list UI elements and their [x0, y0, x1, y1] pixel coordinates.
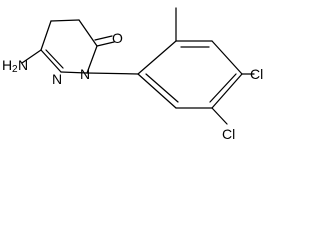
nitrogen-label-2: N [52, 71, 62, 87]
bond-c3-amine [21, 49, 42, 64]
chlorine-label-2: Cl [222, 126, 235, 142]
bond-aryl-3-4 [211, 40, 243, 75]
bond-aryl-double-2 [209, 73, 237, 103]
bond-aryl-4-5 [211, 73, 243, 109]
bond-carbonyl-1 [96, 41, 115, 47]
amine-h-label: H [2, 57, 12, 73]
bond-n1-aryl [86, 72, 139, 75]
chlorine-label-1: Cl [250, 66, 263, 82]
molecule-diagram: O N N H 2 N Cl Cl [2, 7, 264, 142]
bond-aryl-double-3 [145, 73, 179, 103]
bond-carbonyl-2 [94, 35, 113, 41]
bond-n1-c5-side [86, 45, 98, 74]
oxygen-label: O [112, 30, 123, 46]
bond-c3-n2-double [45, 49, 64, 69]
bond-aryl-1-2 [137, 40, 177, 75]
bond-c5-c4b [50, 19, 80, 22]
amine-n-label: N [18, 57, 28, 73]
bond-aryl-6-1 [137, 73, 177, 109]
bond-c5-c4 [78, 19, 98, 47]
molecule-svg: O N N H 2 N Cl Cl [2, 7, 263, 142]
bond-c3-n2 [40, 49, 62, 73]
bond-cl-2 [211, 107, 228, 125]
bond-n2-n1 [60, 71, 88, 74]
nitrogen-label-1: N [80, 66, 90, 82]
bond-c4-c3 [40, 20, 52, 51]
amine-h2-label: 2 [12, 64, 18, 75]
